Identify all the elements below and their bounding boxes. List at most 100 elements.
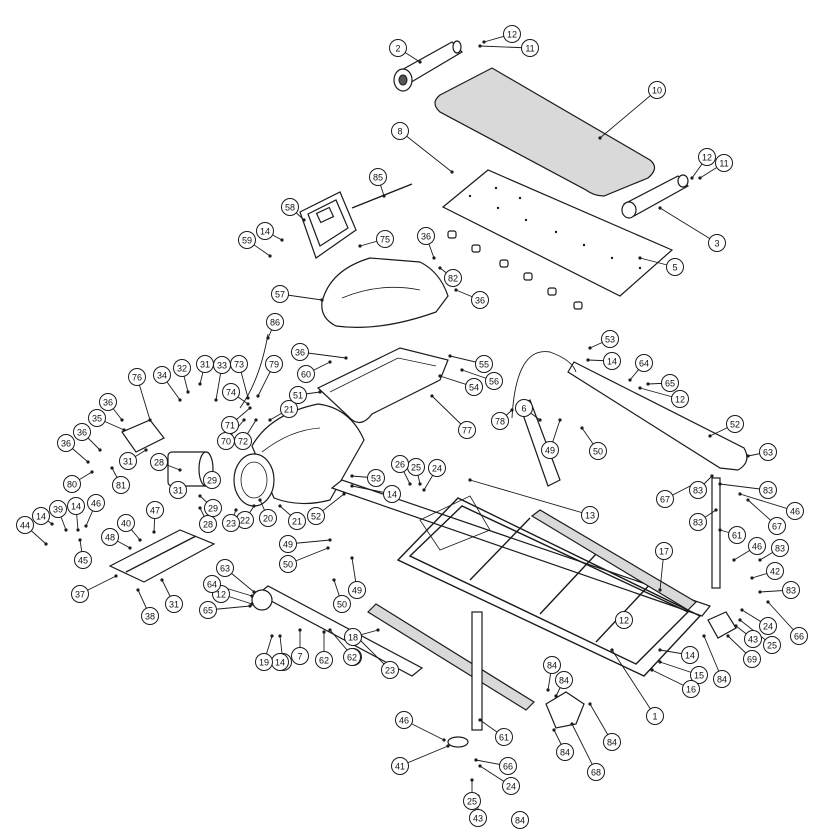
callout-number: 84 [515, 816, 525, 826]
leader-tip-2 [418, 60, 422, 64]
callout-number: 76 [132, 373, 142, 383]
callout-number: 39 [53, 505, 63, 515]
callout-number: 43 [748, 635, 758, 645]
callout-number: 25 [767, 641, 777, 651]
leader-tip-71 [248, 406, 252, 410]
callout-7: 7 [291, 647, 309, 665]
callout-number: 35 [92, 414, 102, 424]
controller-board [121, 419, 165, 453]
callout-77: 77 [458, 421, 476, 439]
callout-number: 46 [790, 507, 800, 517]
leader-tip-54 [438, 374, 442, 378]
callout-61: 61 [495, 728, 513, 746]
callout-number: 49 [545, 446, 555, 456]
callout-number: 16 [686, 685, 696, 695]
callout-81: 81 [112, 476, 130, 494]
callout-number: 25 [467, 797, 477, 807]
callout-31: 31 [165, 595, 183, 613]
callout-number: 24 [763, 622, 773, 632]
leader-tip-14 [350, 484, 354, 488]
leader-tip-83 [718, 482, 722, 486]
leader-tip-14 [278, 634, 282, 638]
callout-number: 12 [702, 153, 712, 163]
callout-8: 8 [391, 122, 409, 140]
callout-67: 67 [656, 490, 674, 508]
callout-36: 36 [99, 393, 117, 411]
callout-number: 46 [399, 716, 409, 726]
callout-number: 83 [693, 518, 703, 528]
callout-number: 63 [220, 564, 230, 574]
leader-tip-61 [718, 528, 722, 532]
callout-25: 25 [463, 792, 481, 810]
callout-number: 8 [397, 127, 402, 137]
leader-tip-28 [198, 506, 202, 510]
callout-10: 10 [648, 81, 666, 99]
callout-73: 73 [230, 355, 248, 373]
callout-14: 14 [383, 485, 401, 503]
callout-37: 37 [71, 585, 89, 603]
callout-54: 54 [465, 378, 483, 396]
leader-line-3 [659, 207, 718, 244]
callout-number: 45 [78, 556, 88, 566]
leader-tip-84 [702, 634, 706, 638]
leader-tip-67 [746, 498, 750, 502]
rail-cover-right [530, 509, 697, 611]
callout-number: 49 [352, 586, 362, 596]
callout-38: 38 [141, 607, 159, 625]
callout-28: 28 [199, 515, 217, 533]
leader-tip-66 [766, 600, 770, 604]
callout-14: 14 [681, 646, 699, 664]
callout-number: 65 [203, 606, 213, 616]
callout-63: 63 [216, 559, 234, 577]
leader-tip-70 [242, 418, 246, 422]
rear-roller [621, 174, 689, 219]
callout-number: 42 [770, 567, 780, 577]
leader-tip-39 [64, 528, 68, 532]
leader-tip-15 [658, 660, 662, 664]
callout-number: 14 [260, 227, 270, 237]
leader-tip-35 [122, 428, 126, 432]
main-frame [396, 495, 702, 677]
leader-tip-69 [726, 634, 730, 638]
leader-tip-63 [746, 454, 750, 458]
leader-tip-20 [258, 498, 262, 502]
callout-number: 36 [421, 232, 431, 242]
callout-number: 14 [71, 502, 81, 512]
callout-number: 46 [752, 542, 762, 552]
callout-number: 31 [169, 600, 179, 610]
callout-18: 18 [344, 628, 362, 646]
callout-64: 64 [203, 575, 221, 593]
leader-tip-85 [382, 194, 386, 198]
callout-number: 24 [506, 782, 516, 792]
leader-tip-72 [254, 418, 258, 422]
leader-tip-36 [86, 460, 90, 464]
callout-6: 6 [515, 399, 533, 417]
callout-number: 75 [380, 235, 390, 245]
callout-number: 83 [775, 544, 785, 554]
leader-tip-64 [250, 594, 254, 598]
callout-number: 11 [719, 159, 728, 169]
callout-number: 51 [293, 391, 303, 401]
callout-36: 36 [57, 434, 75, 452]
leader-line-1 [611, 649, 656, 717]
leader-tip-14 [658, 648, 662, 652]
leader-tip-8 [450, 170, 454, 174]
callout-number: 65 [665, 379, 675, 389]
callout-31: 31 [196, 355, 214, 373]
callout-number: 12 [507, 30, 517, 40]
leader-tip-50 [332, 578, 336, 582]
callout-number: 80 [67, 480, 77, 490]
leader-tip-78 [510, 408, 514, 412]
callout-84: 84 [543, 656, 561, 674]
leader-tip-40 [138, 538, 142, 542]
callout-number: 36 [61, 439, 71, 449]
leader-tip-36 [344, 356, 348, 360]
callout-number: 82 [448, 274, 458, 284]
callout-44: 44 [16, 516, 34, 534]
callout-61: 61 [728, 526, 746, 544]
leader-tip-83 [710, 474, 714, 478]
callout-number: 14 [36, 512, 46, 522]
callout-49: 49 [279, 535, 297, 553]
callout-number: 31 [173, 486, 183, 496]
callout-number: 21 [284, 405, 294, 415]
